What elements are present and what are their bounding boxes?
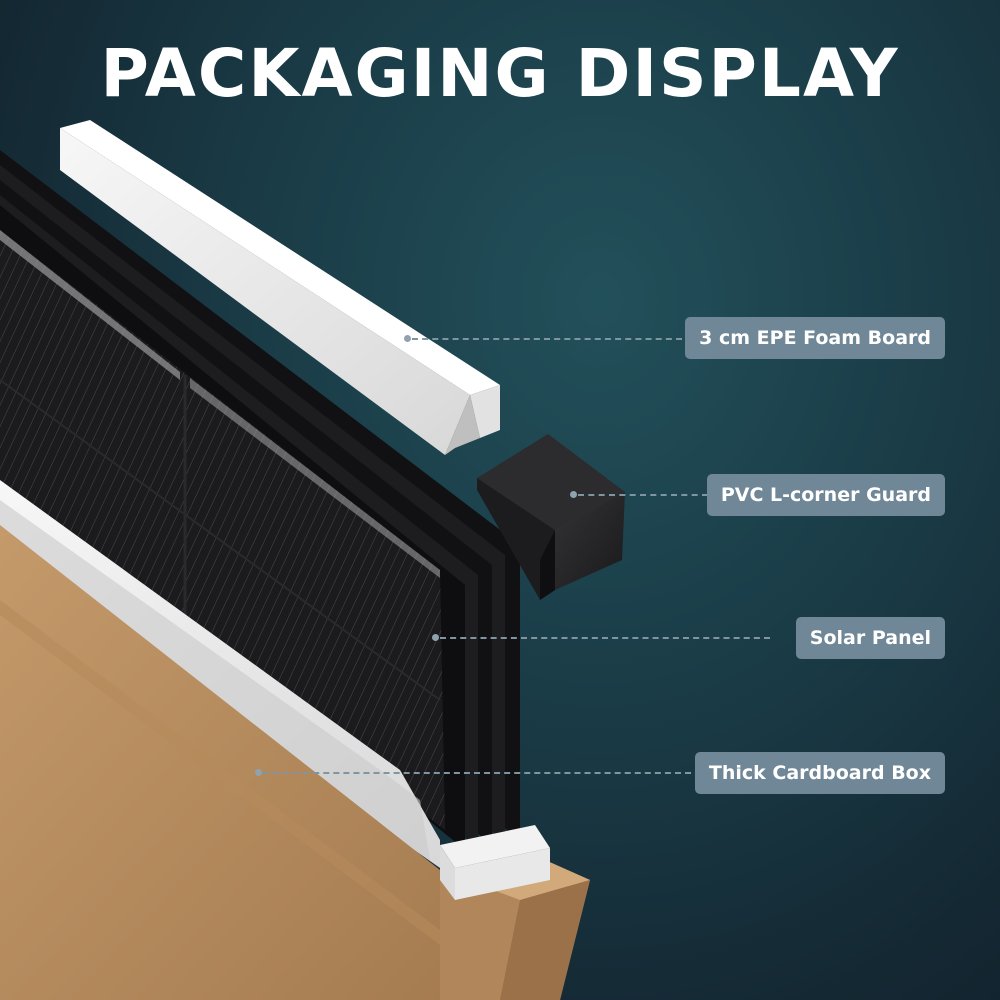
foam-leader-dot (404, 335, 411, 342)
guard-leader-line (578, 494, 708, 496)
solar-panel-stack (0, 150, 520, 850)
panel-leader-line (440, 637, 770, 639)
label-foam-board: 3 cm EPE Foam Board (685, 317, 945, 359)
foam-leader-line (412, 338, 682, 340)
panel-leader-dot (432, 634, 439, 641)
pvc-corner-guard (477, 434, 625, 600)
label-cardboard-box: Thick Cardboard Box (694, 752, 945, 794)
box-leader-line (263, 772, 691, 774)
epe-foam-board (60, 120, 500, 455)
cardboard-box (0, 480, 590, 1000)
page-title: PACKAGING DISPLAY (100, 35, 900, 112)
label-pvc-guard: PVC L-corner Guard (706, 474, 945, 516)
box-leader-dot (255, 769, 262, 776)
guard-leader-dot (570, 491, 577, 498)
label-solar-panel: Solar Panel (795, 617, 945, 659)
foam-corner-piece (440, 825, 550, 900)
